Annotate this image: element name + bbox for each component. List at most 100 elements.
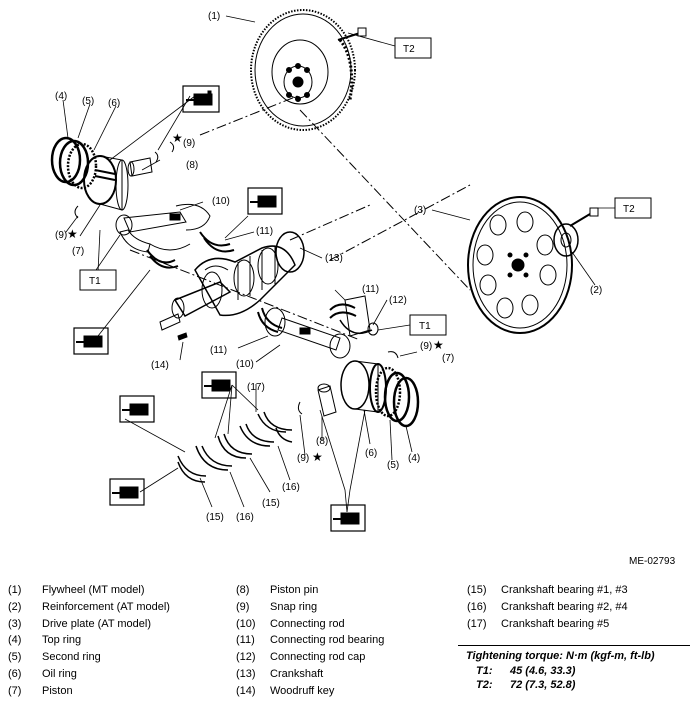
rod-bearing-upper-right <box>199 231 235 253</box>
callout-label: (9) <box>297 453 309 464</box>
flywheel <box>250 9 356 131</box>
legend-column-2: (8)Piston pin (9)Snap ring (10)Connectin… <box>236 582 384 700</box>
torque-box-t2-top: T2 <box>394 37 432 59</box>
torque-box-t2-right: T2 <box>614 197 652 219</box>
connecting-rod-upper <box>115 203 211 236</box>
callout-label: (5) <box>387 460 399 471</box>
legend-item: (6)Oil ring <box>8 667 77 680</box>
oil-can-icon <box>201 371 237 399</box>
torque-box-t1-left: T1 <box>79 269 117 291</box>
callout-label: (6) <box>108 98 120 109</box>
legend-item: (5)Second ring <box>8 651 101 664</box>
callout-label: (5) <box>82 96 94 107</box>
svg-text:T2: T2 <box>623 204 635 215</box>
rod-bearing-lower-left <box>257 307 283 333</box>
callout-label: (4) <box>408 453 420 464</box>
piston-rings-upper <box>50 136 98 190</box>
connecting-rod-lower <box>264 307 351 359</box>
callout-label: (11) <box>256 226 273 237</box>
svg-text:★: ★ <box>172 131 183 145</box>
callout-label: (1) <box>208 11 220 22</box>
callout-label: (11) <box>210 345 227 356</box>
svg-text:★: ★ <box>67 227 78 241</box>
callout-label: (12) <box>389 295 407 306</box>
rod-cap-upper <box>119 229 191 253</box>
oil-can-icon <box>73 327 109 355</box>
tightening-torque-table: Tightening torque: N·m (kgf-m, ft-lb) T1… <box>458 645 690 693</box>
legend-item: (16)Crankshaft bearing #2, #4 <box>467 600 628 613</box>
callout-label: (10) <box>236 359 254 370</box>
callout-label: (13) <box>325 253 343 264</box>
callout-label: (15) <box>206 512 224 523</box>
svg-text:★: ★ <box>433 338 444 352</box>
oil-can-icon <box>109 478 145 506</box>
callout-label: (7) <box>442 353 454 364</box>
legend-item: (7)Piston <box>8 684 73 697</box>
leader-lines <box>62 15 615 513</box>
svg-text:T2: T2 <box>403 44 415 55</box>
legend-item: (12)Connecting rod cap <box>236 651 366 664</box>
legend-item: (2)Reinforcement (AT model) <box>8 600 170 613</box>
rod-bearing-upper-left <box>146 249 179 269</box>
callout-label: (17) <box>247 382 265 393</box>
axis-lines <box>129 94 471 341</box>
legend-item: (1)Flywheel (MT model) <box>8 584 145 596</box>
legend-item: (14)Woodruff key <box>236 684 335 697</box>
crankshaft-bearings <box>177 411 293 483</box>
callout-label: (14) <box>151 360 169 371</box>
callout-label: (9) <box>420 341 432 352</box>
legend-item: (8)Piston pin <box>236 584 319 596</box>
legend-item: (11)Connecting rod bearing <box>236 634 385 647</box>
legend-item: (9)Snap ring <box>236 600 318 613</box>
piston-pin-upper <box>127 141 175 177</box>
callout-label: (16) <box>236 512 254 523</box>
callout-label: (16) <box>282 482 300 493</box>
reinforcement <box>553 207 599 257</box>
legend-item: (15)Crankshaft bearing #1, #3 <box>467 584 628 596</box>
callout-label: (11) <box>362 284 379 295</box>
torque-heading: Tightening torque: N·m (kgf-m, ft-lb) <box>466 650 655 662</box>
svg-text:T1: T1 <box>419 321 431 332</box>
callout-label: (2) <box>590 285 602 296</box>
star-icon: ★ ★ ★ ★ <box>67 131 444 464</box>
connecting-rod-bearing-lower-right <box>329 303 357 319</box>
callout-label: (9) <box>55 230 67 241</box>
connecting-rod-bolt <box>367 322 379 336</box>
callout-label: (10) <box>212 196 230 207</box>
oil-can-icon <box>119 395 155 423</box>
piston-lower <box>340 360 387 413</box>
woodruff-key <box>177 332 188 341</box>
legend-item: (10)Connecting rod <box>236 617 345 630</box>
piston-upper <box>83 155 129 211</box>
torque-row: T2:72 (7.3, 52.8) <box>476 679 576 691</box>
callout-label: (8) <box>186 160 198 171</box>
oil-can-icon <box>182 85 220 113</box>
piston-rings-lower <box>374 366 420 428</box>
callout-label: (3) <box>414 205 426 216</box>
callout-label: (6) <box>365 448 377 459</box>
callout-label: (4) <box>55 91 67 102</box>
legend-item: (13)Crankshaft <box>236 667 324 680</box>
figure-id: ME-02793 <box>629 556 676 567</box>
crankshaft <box>159 231 305 331</box>
oil-can-icon <box>330 504 366 532</box>
torque-box-t1-right: T1 <box>409 314 447 336</box>
svg-text:T1: T1 <box>89 276 101 287</box>
legend-item: (3)Drive plate (AT model) <box>8 617 152 630</box>
legend-column-1: (1)Flywheel (MT model) (2)Reinforcement … <box>8 582 170 700</box>
oil-can-icon <box>247 187 283 215</box>
callout-label: (8) <box>316 436 328 447</box>
callout-label: (9) <box>183 138 195 149</box>
callout-label: (7) <box>72 246 84 257</box>
flywheel-bolt <box>337 27 367 41</box>
svg-text:★: ★ <box>312 450 323 464</box>
legend-item: (4)Top ring <box>8 634 82 647</box>
callout-label: (15) <box>262 498 280 509</box>
piston-pin-lower <box>317 383 337 417</box>
torque-row: T1:45 (4.6, 33.3) <box>476 665 576 677</box>
snap-ring-upper-right <box>387 351 399 359</box>
drive-plate <box>467 196 573 334</box>
legend-column-3: (15)Crankshaft bearing #1, #3 (16)Cranks… <box>467 582 628 632</box>
exploded-view-diagram: T2 T2 T1 T1 ★ ★ ★ ★ (1) (2) (3) (4) (5) … <box>50 9 652 532</box>
legend-item: (17)Crankshaft bearing #5 <box>467 617 610 630</box>
